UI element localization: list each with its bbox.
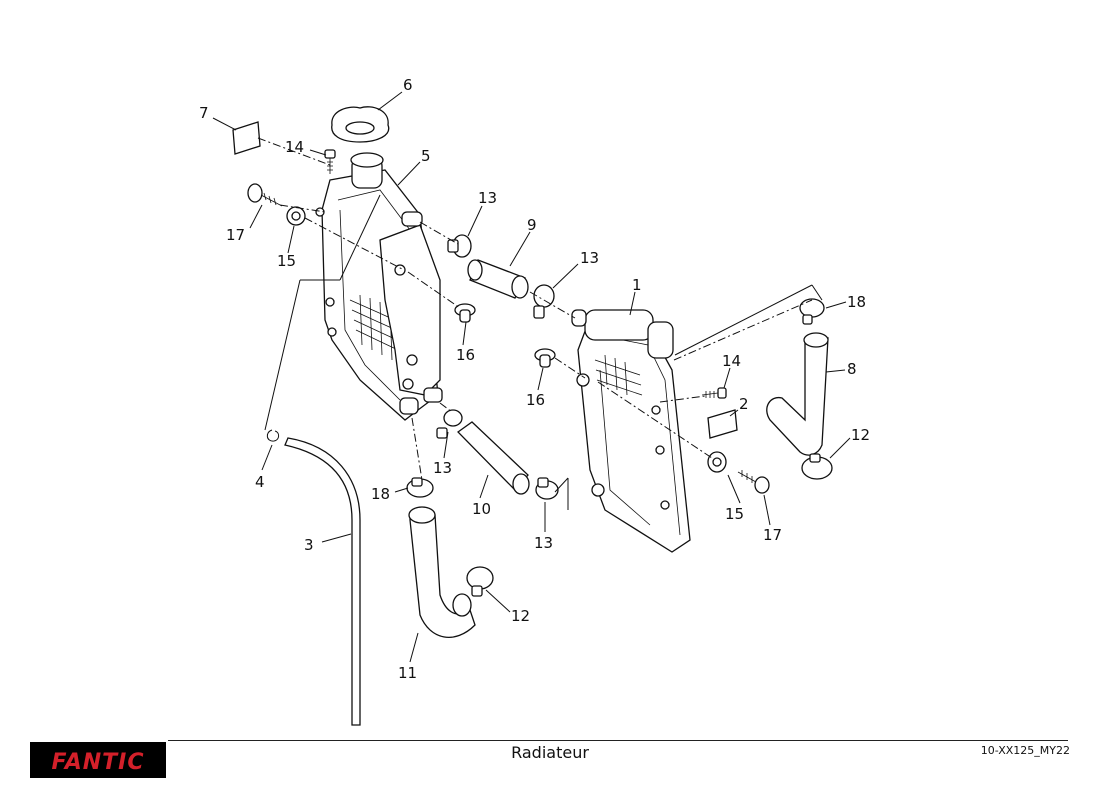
clamp-13-d <box>535 477 559 500</box>
clip-4 <box>266 429 280 442</box>
exploded-parts-diagram: 7 6 14 5 17 15 13 9 13 1 18 16 14 8 16 2… <box>199 76 870 726</box>
leader-lines <box>212 91 851 663</box>
overflow-tube-3 <box>284 437 361 726</box>
callout-label: 3 <box>304 536 314 554</box>
clamp-18-left <box>406 477 434 498</box>
bolt-16-right <box>534 348 556 368</box>
footer-divider <box>168 740 1068 741</box>
grommet-15-right <box>707 451 727 473</box>
screw-14-right <box>701 387 727 399</box>
callout-label: 5 <box>421 147 431 165</box>
callout-label: 16 <box>526 391 545 409</box>
callout-label: 13 <box>534 534 553 552</box>
label-plate-2 <box>707 409 738 439</box>
callout-label: 1 <box>632 276 642 294</box>
callout-label: 8 <box>847 360 857 378</box>
callout-label: 12 <box>851 426 870 444</box>
callout-label: 18 <box>847 293 866 311</box>
clamp-12-right <box>801 453 833 480</box>
bolt-16-left <box>454 303 476 323</box>
clamp-13-a <box>447 234 472 258</box>
page-title: Radiateur <box>511 743 589 762</box>
clamp-13-b <box>533 284 555 319</box>
brand-logo: FANTIC <box>30 742 166 778</box>
callout-label: 15 <box>277 252 296 270</box>
bolt-17-left <box>247 183 283 207</box>
callout-label: 15 <box>725 505 744 523</box>
clamp-18-right <box>799 298 825 325</box>
hose-9 <box>467 259 529 299</box>
callout-label: 16 <box>456 346 475 364</box>
clamp-13-c <box>436 409 463 439</box>
right-radiator <box>571 309 691 553</box>
callout-label: 12 <box>511 607 530 625</box>
callout-label: 7 <box>199 104 209 122</box>
label-plate-7 <box>232 121 261 155</box>
screw-14-left <box>324 149 336 174</box>
callout-label: 13 <box>433 459 452 477</box>
assembly-lines <box>257 137 823 510</box>
callout-label: 10 <box>472 500 491 518</box>
hose-11 <box>408 506 476 638</box>
bolt-17-right <box>737 470 770 494</box>
callout-label: 14 <box>285 138 304 156</box>
callout-label: 18 <box>371 485 390 503</box>
left-radiator <box>315 152 443 421</box>
hose-8 <box>766 332 829 456</box>
callout-label: 17 <box>226 226 245 244</box>
callout-label: 2 <box>739 395 749 413</box>
callout-label: 13 <box>580 249 599 267</box>
clamp-12-left <box>466 566 494 597</box>
svg-text:FANTIC: FANTIC <box>52 750 145 775</box>
callout-label: 13 <box>478 189 497 207</box>
radiator-cap-6 <box>331 106 390 143</box>
callout-label: 9 <box>527 216 537 234</box>
callout-label: 6 <box>403 76 413 94</box>
grommet-15-left <box>286 206 306 226</box>
callout-label: 17 <box>763 526 782 544</box>
callout-label: 11 <box>398 664 417 682</box>
hose-10 <box>457 421 530 495</box>
callout-label: 14 <box>722 352 741 370</box>
model-code: 10-XX125_MY22 <box>980 744 1070 757</box>
callout-label: 4 <box>255 473 265 491</box>
